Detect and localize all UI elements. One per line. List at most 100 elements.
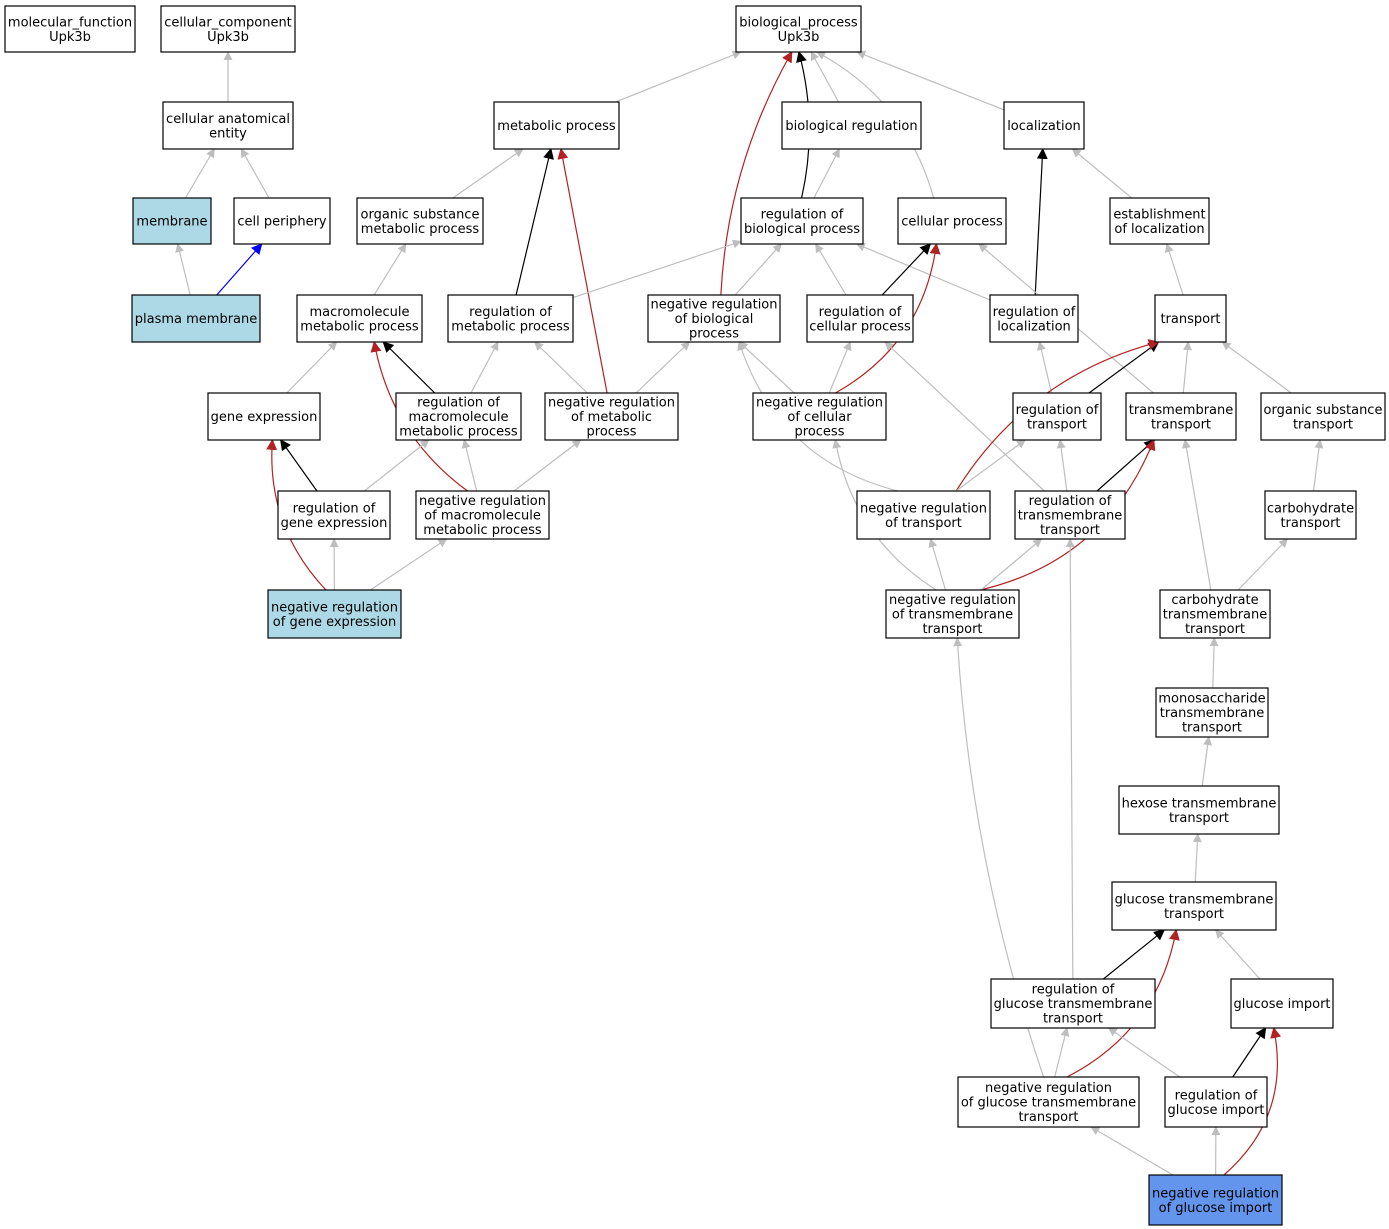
edge-negatively-regulates-negregglucimp-to-glucimp <box>1223 1026 1282 1176</box>
node-label-line: transport <box>1280 516 1340 531</box>
edge-line <box>720 51 793 296</box>
node-label-line: negative regulation <box>985 1081 1112 1096</box>
node-label-line: of transport <box>885 516 962 531</box>
node-geneexp[interactable]: gene expression <box>207 392 321 441</box>
edge-line <box>184 148 215 199</box>
node-label-line: cell periphery <box>237 215 327 230</box>
edge-line <box>980 538 1043 591</box>
edge-is-a-regmacro-to-regmetab <box>470 341 499 394</box>
edge-line <box>615 50 742 103</box>
node-label-line: transport <box>1027 417 1087 432</box>
node-label-line: metabolic process <box>361 222 480 237</box>
edge-regulates-reggeneexp-to-geneexp <box>280 439 318 492</box>
node-box <box>1230 978 1334 1029</box>
edge-line <box>1088 341 1160 394</box>
node-label-line: of cellular <box>787 410 852 425</box>
node-label-line: biological process <box>744 222 860 237</box>
node-plasmamem[interactable]: plasma membrane <box>131 294 261 343</box>
node-label-line: regulation of <box>1016 403 1099 418</box>
edge-is-a-orgsub-to-metab <box>452 148 524 199</box>
edge-line <box>1065 538 1075 980</box>
node-label-line: transport <box>1182 721 1242 736</box>
edge-is-a-metab-to-bp <box>615 50 742 103</box>
node-box <box>1154 294 1227 343</box>
edge-regulates-regtmtrans-to-tmtrans <box>1096 439 1156 492</box>
edge-line <box>513 439 582 492</box>
edge-is-a-transport-to-estloc <box>1164 243 1184 296</box>
node-label-line: cellular process <box>809 319 911 334</box>
edge-is-a-macro-to-orgsub <box>373 243 407 296</box>
node-label-line: metabolic process <box>497 119 616 134</box>
node-label-line: of macromolecule <box>424 509 541 524</box>
node-label-line: plasma membrane <box>135 312 258 327</box>
edge-line <box>1090 1126 1174 1176</box>
node-box <box>740 197 864 245</box>
node-box <box>1118 785 1280 835</box>
node-metab[interactable]: metabolic process <box>493 101 620 150</box>
edge-is-a-negregcell-to-regcell <box>828 341 852 394</box>
edge-part-of-plasmamem-to-cellperiph <box>216 243 263 296</box>
edge-regulates-regmetab-to-metab <box>515 147 554 296</box>
node-label-line: regulation of <box>1029 494 1112 509</box>
node-cellproc[interactable]: cellular process <box>897 197 1007 245</box>
edge-is-a-negregmacro-to-regmacro <box>461 439 478 492</box>
edge-line <box>884 341 1045 492</box>
edge-line <box>470 341 499 394</box>
node-local[interactable]: localization <box>1003 101 1085 150</box>
node-box <box>989 294 1079 343</box>
node-box <box>1155 687 1269 738</box>
node-box <box>296 294 423 343</box>
node-transport[interactable]: transport <box>1154 294 1227 343</box>
node-glucimp[interactable]: glucose import <box>1230 978 1334 1029</box>
edge-is-a-hexosetm-to-monotm <box>1201 736 1213 787</box>
node-cellperiph[interactable]: cell periphery <box>233 197 331 245</box>
node-box <box>1012 392 1102 441</box>
node-membrane[interactable]: membrane <box>132 197 212 245</box>
node-label-line: transmembrane <box>1129 403 1234 418</box>
edge-is-a-geneexp-to-macro <box>286 341 338 394</box>
edge-line <box>534 341 588 394</box>
edge-line <box>240 148 270 199</box>
node-label-line: glucose transmembrane <box>994 997 1153 1012</box>
edge-is-a-regtmtrans-to-regcell <box>884 341 1045 492</box>
edge-line <box>363 439 430 492</box>
edge-line <box>810 51 840 103</box>
edge-is-a-membrane-to-cae <box>184 148 215 199</box>
node-bioreg[interactable]: biological regulation <box>781 101 922 150</box>
node-label-line: transport <box>1040 523 1100 538</box>
